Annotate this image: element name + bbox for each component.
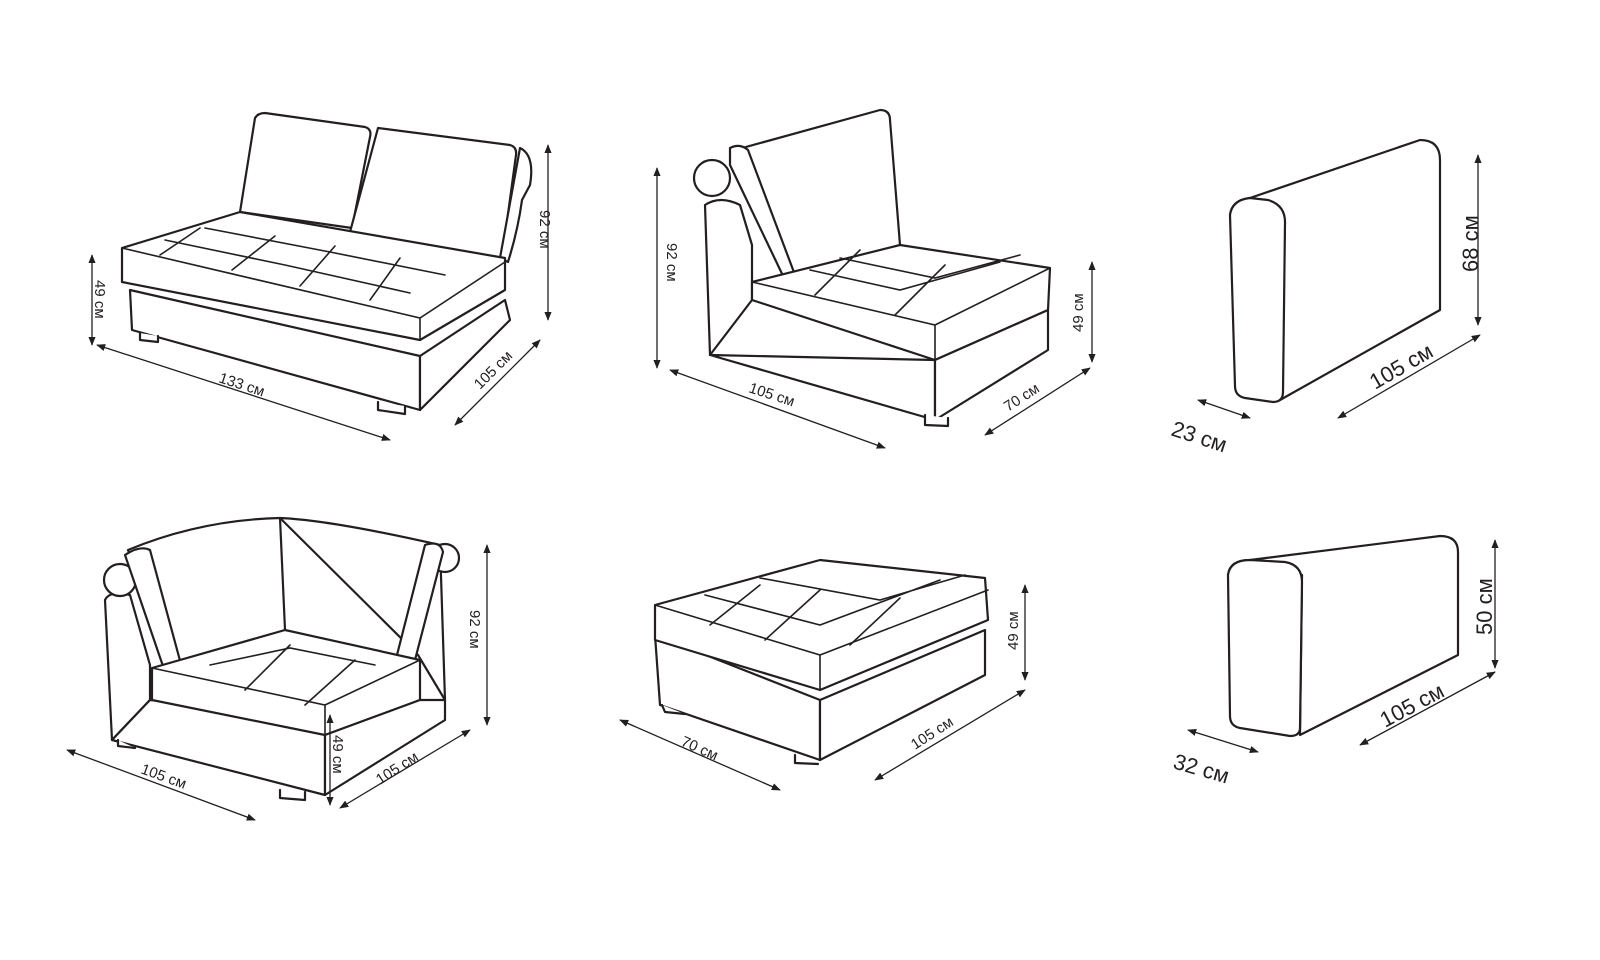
height-label: 49 см	[1005, 611, 1022, 650]
height-label: 50 см	[1472, 578, 1497, 635]
height-label: 92 см	[663, 243, 680, 282]
one-seat-module: 92 см 49 см 105 см 70 см	[653, 108, 1096, 449]
depth-label: 70 см	[1001, 380, 1043, 415]
thickness-label: 23 см	[1168, 416, 1230, 457]
ottoman: 49 см 70 см 105 см	[619, 558, 1029, 791]
height-label: 68 см	[1458, 215, 1483, 272]
seat-height-label: 49 см	[1070, 293, 1087, 332]
thickness-label: 32 см	[1171, 749, 1232, 789]
width-label: 133 см	[217, 370, 267, 401]
height-label: 92 см	[466, 610, 483, 649]
two-seat-module: 133 см 49 см 92 см 105 см	[88, 111, 553, 441]
armrest-small: 50 см 105 см 32 см	[1171, 534, 1499, 789]
width-label: 70 см	[678, 733, 720, 764]
length-label: 105 см	[908, 713, 957, 753]
width-label: 105 см	[139, 761, 189, 793]
seat-height-label: 49 см	[91, 280, 108, 319]
height-label: 92 см	[536, 210, 553, 249]
corner-module: 92 см 49 см 105 см 105 см	[66, 516, 491, 821]
armrest-large: 68 см 105 см 23 см	[1168, 138, 1483, 457]
width-label: 105 см	[747, 380, 797, 411]
seat-height-label: 49 см	[329, 735, 346, 774]
